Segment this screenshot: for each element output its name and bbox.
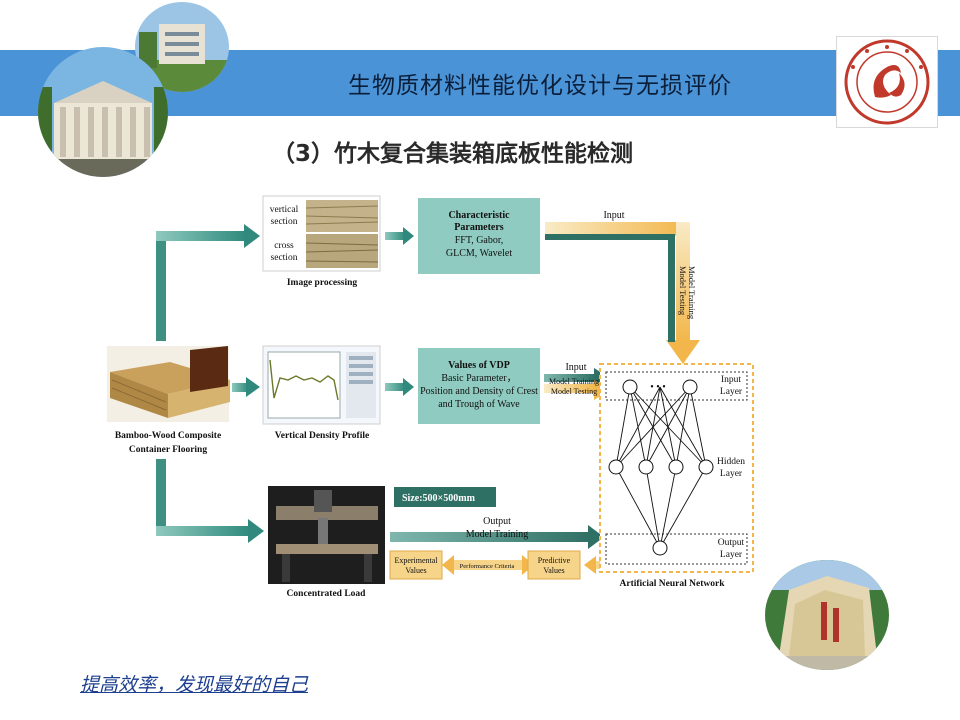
predictive-values-box bbox=[527, 550, 581, 580]
ann-edge-input-hidden bbox=[645, 386, 691, 468]
performance-criteria-label: Performance Criteria bbox=[460, 563, 515, 570]
predictive-values-line2: Values bbox=[543, 566, 564, 575]
cross-section-label-2: section bbox=[271, 253, 298, 263]
input-label-middle: Input bbox=[565, 362, 586, 373]
flow-arrow-to-vdp bbox=[232, 377, 260, 397]
campus-photo-top bbox=[135, 2, 229, 92]
hidden-layer-label-1: Hidden bbox=[717, 457, 745, 467]
ann-box bbox=[599, 363, 754, 573]
char-params-line-1: FFT, Gabor, bbox=[455, 235, 504, 246]
predictive-values-line1: Predictive bbox=[538, 556, 571, 565]
experimental-values-box bbox=[389, 550, 443, 580]
output-layer-label-2: Layer bbox=[720, 550, 743, 560]
ann-input-node bbox=[682, 379, 698, 395]
model-training-bottom-label: Model Training bbox=[466, 529, 529, 540]
ann-edge-hidden-output bbox=[659, 466, 707, 549]
flooring-caption-line2: Container Flooring bbox=[129, 445, 207, 455]
ann-connections bbox=[615, 386, 707, 549]
ann-edge-input-hidden bbox=[615, 386, 661, 468]
vdp-line-3: and Trough of Wave bbox=[438, 399, 520, 410]
slide-title: 生物质材料性能优化设计与无损评价 bbox=[348, 73, 732, 99]
vdp-chart-panel bbox=[262, 345, 381, 425]
vertical-section-label-1: vertical bbox=[270, 205, 299, 215]
char-params-line-2: GLCM, Wavelet bbox=[446, 248, 512, 259]
flooring-photo bbox=[107, 346, 230, 422]
vdp-caption: Vertical Density Profile bbox=[275, 431, 369, 441]
concentrated-load-photo bbox=[268, 486, 385, 584]
ann-nodes bbox=[608, 379, 714, 556]
size-label-box bbox=[394, 487, 496, 507]
char-params-title-1: Characteristic bbox=[448, 210, 510, 221]
input-arrow-top bbox=[545, 222, 700, 364]
ann-edge-hidden-output bbox=[659, 466, 677, 549]
ann-caption: Artificial Neural Network bbox=[620, 579, 726, 589]
ann-edge-input-hidden bbox=[675, 386, 691, 468]
input-layer-label-1: Input bbox=[721, 375, 741, 385]
university-logo bbox=[836, 36, 938, 128]
model-testing-vertical-label: Model Testing bbox=[678, 266, 688, 316]
ann-input-node bbox=[622, 379, 638, 395]
arrow-vdp-to-values bbox=[385, 378, 414, 396]
input-label-top: Input bbox=[603, 210, 624, 221]
ann-edge-input-hidden bbox=[615, 386, 631, 468]
cross-section-label-1: cross bbox=[274, 241, 294, 251]
model-training-middle-label: Model Training bbox=[549, 377, 599, 386]
size-label: Size:500×500mm bbox=[402, 493, 476, 504]
ann-edge-hidden-output bbox=[615, 466, 661, 549]
vdp-title: Values of VDP bbox=[448, 360, 510, 371]
ann-edge-input-hidden bbox=[615, 386, 691, 468]
ann-hidden-node bbox=[698, 459, 714, 475]
experimental-values-line1: Experimental bbox=[394, 556, 438, 565]
image-processing-caption: Image processing bbox=[287, 278, 358, 288]
ann-edge-input-hidden bbox=[689, 386, 707, 468]
concentrated-load-caption: Concentrated Load bbox=[287, 589, 367, 599]
output-layer-frame bbox=[605, 533, 748, 565]
ann-hidden-node bbox=[668, 459, 684, 475]
flow-arrow-to-image-processing bbox=[156, 224, 260, 341]
flooring-caption-line1: Bamboo-Wood Composite bbox=[115, 431, 221, 441]
flow-arrow-to-concentrated-load bbox=[156, 459, 264, 543]
input-layer-label-2: Layer bbox=[720, 387, 743, 397]
input-layer-ellipsis: • • • bbox=[650, 382, 666, 393]
output-arrow bbox=[390, 525, 604, 549]
model-testing-middle-label: Model Testing bbox=[551, 387, 597, 396]
ann-hidden-node bbox=[608, 459, 624, 475]
image-processing-panel bbox=[262, 195, 381, 272]
footer-slogan: 提高效率，发现最好的自己 bbox=[80, 674, 309, 696]
model-training-vertical-label: Model Training bbox=[687, 266, 697, 320]
ann-edge-hidden-output bbox=[645, 466, 661, 549]
vertical-section-label-2: section bbox=[271, 217, 298, 227]
output-label: Output bbox=[483, 516, 511, 527]
section-heading: （3）竹木复合集装箱底板性能检测 bbox=[272, 141, 634, 167]
ann-output-node bbox=[652, 540, 668, 556]
arrow-image-to-params bbox=[385, 227, 414, 245]
hidden-layer-label-2: Layer bbox=[720, 469, 743, 479]
vdp-line-2: Position and Density of Crest bbox=[420, 386, 538, 397]
experimental-values-line2: Values bbox=[405, 566, 426, 575]
ann-hidden-node bbox=[638, 459, 654, 475]
input-layer-frame bbox=[605, 371, 748, 401]
campus-rock-photo bbox=[765, 560, 889, 670]
output-layer-label-1: Output bbox=[718, 538, 745, 548]
char-params-title-2: Parameters bbox=[454, 222, 504, 233]
characteristic-parameters-box bbox=[418, 198, 540, 274]
values-of-vdp-box bbox=[418, 348, 540, 424]
vdp-line-1: Basic Parameter， bbox=[441, 373, 516, 384]
